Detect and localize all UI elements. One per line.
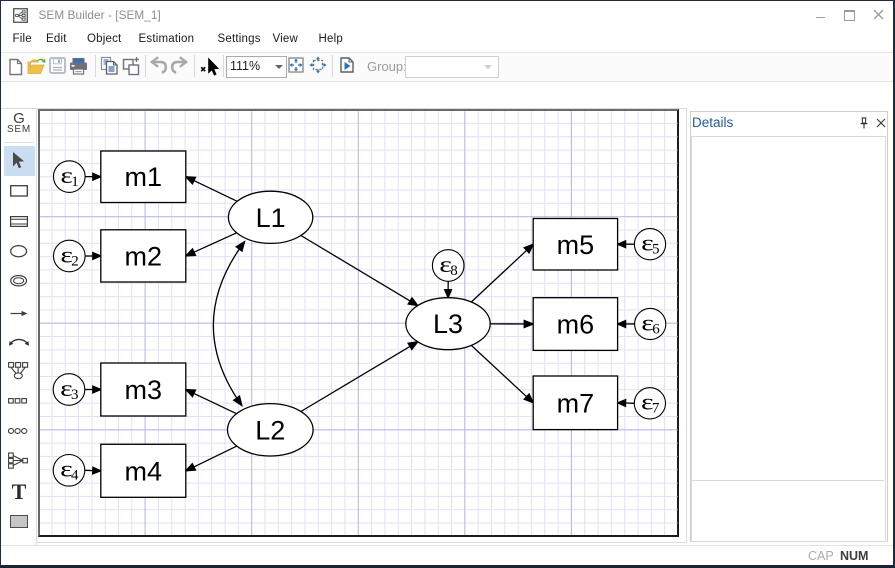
- svg-text:ε: ε: [60, 242, 73, 268]
- svg-text:7: 7: [652, 401, 660, 417]
- svg-text:m6: m6: [557, 310, 595, 340]
- svg-text:ε: ε: [641, 310, 654, 336]
- svg-text:ε: ε: [60, 456, 73, 482]
- svg-text:m3: m3: [125, 375, 163, 405]
- svg-text:3: 3: [71, 387, 79, 403]
- svg-text:8: 8: [450, 263, 458, 279]
- svg-text:ε: ε: [641, 230, 654, 256]
- svg-text:5: 5: [652, 242, 660, 258]
- svg-text:1: 1: [71, 174, 79, 190]
- svg-text:L3: L3: [433, 309, 463, 339]
- svg-text:L1: L1: [256, 203, 286, 233]
- svg-text:ε: ε: [60, 375, 73, 401]
- svg-text:ε: ε: [641, 389, 654, 415]
- svg-text:m1: m1: [125, 162, 163, 192]
- svg-text:6: 6: [652, 321, 660, 337]
- svg-text:4: 4: [71, 468, 79, 484]
- svg-text:ε: ε: [439, 251, 452, 277]
- svg-text:m2: m2: [125, 241, 163, 271]
- svg-text:L2: L2: [255, 415, 285, 445]
- svg-text:ε: ε: [60, 162, 73, 188]
- svg-text:m7: m7: [557, 388, 595, 418]
- svg-text:m5: m5: [557, 230, 595, 260]
- svg-text:2: 2: [71, 253, 79, 269]
- svg-text:m4: m4: [125, 456, 163, 486]
